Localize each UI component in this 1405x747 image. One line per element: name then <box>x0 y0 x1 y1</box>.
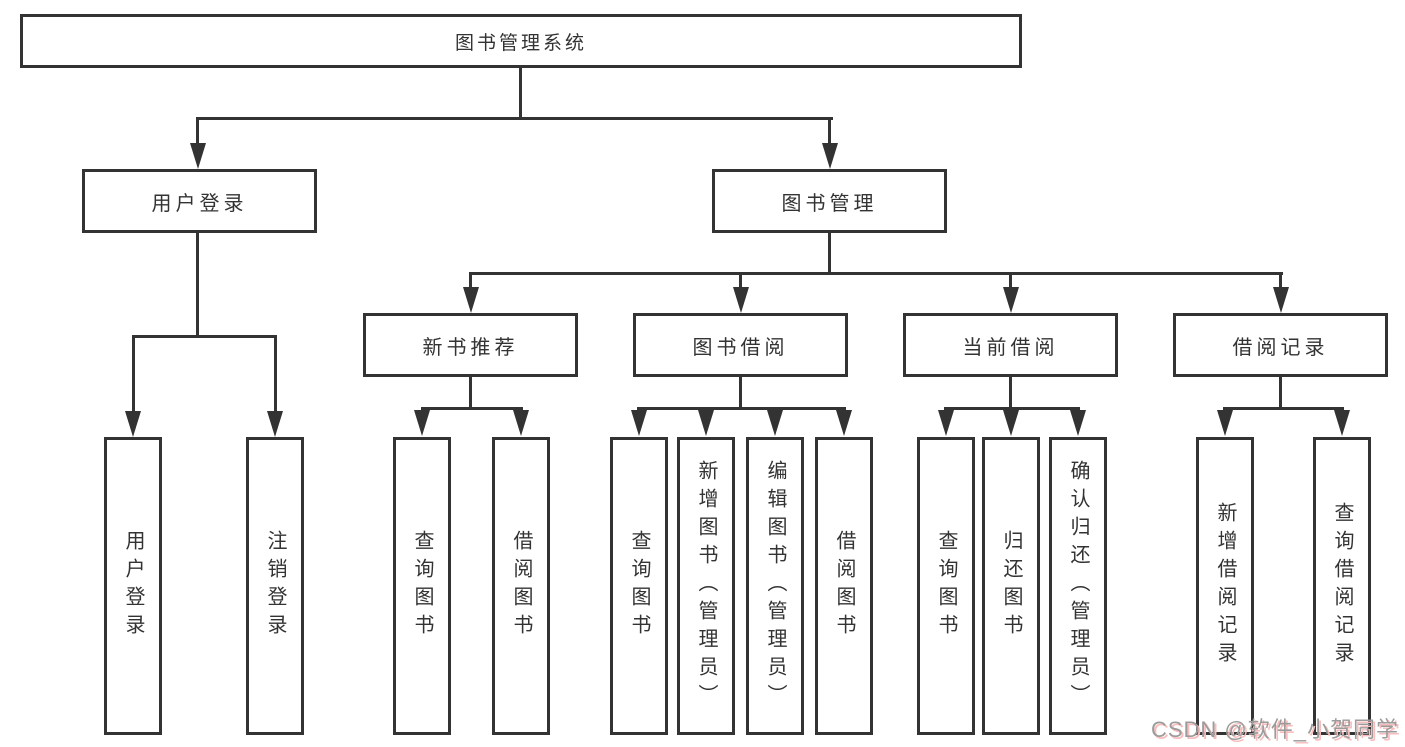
connector-book-borrow-trunk <box>739 377 742 409</box>
arrowhead-to-cb-query-books <box>938 410 954 436</box>
arrowhead-to-nb-borrow-books <box>513 410 529 436</box>
leaf-label: 注销登录 <box>264 530 286 642</box>
arrowhead-to-book-management <box>822 143 838 169</box>
connector-stub-book-borrow <box>739 274 742 289</box>
connector-root-trunk <box>519 68 522 120</box>
leaf-br-query-record: 查询借阅记录 <box>1313 437 1371 735</box>
node-label: 图书管理系统 <box>454 32 587 54</box>
node-current-borrow: 当前借阅 <box>903 313 1118 377</box>
arrowhead-to-bb-query-books <box>631 410 647 436</box>
arrowhead-to-nb-query-books <box>414 410 430 436</box>
node-book-borrow: 图书借阅 <box>633 313 848 377</box>
leaf-nb-borrow-books: 借阅图书 <box>492 437 550 735</box>
leaf-label: 查询借阅记录 <box>1331 502 1353 670</box>
connector-book-management-split <box>469 272 1283 275</box>
connector-stub-user-login <box>196 119 199 145</box>
leaf-cb-query-books: 查询图书 <box>917 437 975 735</box>
node-label: 图书借阅 <box>692 336 789 359</box>
leaf-label: 查询图书 <box>935 530 957 642</box>
arrowhead-to-user-login <box>190 143 206 169</box>
leaf-bb-borrow-books: 借阅图书 <box>815 437 873 735</box>
node-book-management: 图书管理 <box>712 169 947 233</box>
leaf-bb-query-books: 查询图书 <box>610 437 668 735</box>
arrowhead-to-br-add-record <box>1217 410 1233 436</box>
leaf-label: 借阅图书 <box>833 530 855 642</box>
arrowhead-to-borrow-records <box>1273 287 1289 313</box>
leaf-logout-login: 注销登录 <box>246 437 304 735</box>
connector-stub-book-management <box>828 119 831 145</box>
node-label: 借阅记录 <box>1232 336 1329 359</box>
connector-current-borrow-split <box>944 407 1080 410</box>
connector-user-login-trunk <box>196 233 199 338</box>
csdn-watermark: CSDN @软件_小贺同学 <box>1150 717 1399 742</box>
arrowhead-to-new-book-recommend <box>463 287 479 313</box>
connector-stub-leaf-user-login <box>132 337 135 412</box>
arrowhead-to-bb-edit-books <box>767 410 783 436</box>
connector-stub-borrow-records <box>1279 274 1282 289</box>
arrowhead-to-current-borrow <box>1003 287 1019 313</box>
connector-stub-current-borrow <box>1009 274 1012 289</box>
node-label: 图书管理 <box>781 192 878 215</box>
leaf-br-add-record: 新增借阅记录 <box>1196 437 1254 735</box>
leaf-label: 查询图书 <box>628 530 650 642</box>
connector-root-split <box>196 117 833 120</box>
connector-user-login-split <box>132 335 277 338</box>
leaf-label: 新增图书（管理员） <box>695 460 717 712</box>
leaf-label: 用户登录 <box>122 530 144 642</box>
arrowhead-to-book-borrow <box>733 287 749 313</box>
connector-borrow-records-trunk <box>1279 377 1282 409</box>
leaf-label: 确认归还（管理员） <box>1067 460 1089 712</box>
leaf-label: 借阅图书 <box>510 530 532 642</box>
arrowhead-to-cb-return-books <box>1003 410 1019 436</box>
connector-book-management-trunk <box>828 233 831 274</box>
node-user-login: 用户登录 <box>82 169 317 233</box>
leaf-label: 查询图书 <box>411 530 433 642</box>
node-label: 用户登录 <box>151 192 248 215</box>
leaf-nb-query-books: 查询图书 <box>393 437 451 735</box>
leaf-cb-confirm-return-admin: 确认归还（管理员） <box>1049 437 1107 735</box>
leaf-label: 编辑图书（管理员） <box>764 460 786 712</box>
arrowhead-to-cb-confirm-return <box>1070 410 1086 436</box>
arrowhead-to-br-query-record <box>1334 410 1350 436</box>
connector-book-borrow-split <box>637 407 846 410</box>
arrowhead-to-bb-borrow-books <box>836 410 852 436</box>
node-library-management-system: 图书管理系统 <box>20 14 1022 68</box>
leaf-label: 新增借阅记录 <box>1214 502 1236 670</box>
node-new-book-recommend: 新书推荐 <box>363 313 578 377</box>
connector-current-borrow-trunk <box>1009 377 1012 409</box>
leaf-bb-add-books-admin: 新增图书（管理员） <box>677 437 735 735</box>
connector-new-book-recommend-split <box>421 407 523 410</box>
leaf-cb-return-books: 归还图书 <box>982 437 1040 735</box>
node-label: 新书推荐 <box>422 336 519 359</box>
connector-stub-leaf-logout <box>274 337 277 412</box>
arrowhead-to-leaf-user-login <box>125 411 141 437</box>
node-label: 当前借阅 <box>962 336 1059 359</box>
connector-borrow-records-split <box>1223 407 1344 410</box>
node-borrow-records: 借阅记录 <box>1173 313 1388 377</box>
arrowhead-to-leaf-logout <box>267 411 283 437</box>
connector-stub-new-book-recommend <box>469 274 472 289</box>
connector-new-book-recommend-trunk <box>469 377 472 409</box>
leaf-user-login: 用户登录 <box>104 437 162 735</box>
arrowhead-to-bb-add-books <box>698 410 714 436</box>
leaf-bb-edit-books-admin: 编辑图书（管理员） <box>746 437 804 735</box>
leaf-label: 归还图书 <box>1000 530 1022 642</box>
